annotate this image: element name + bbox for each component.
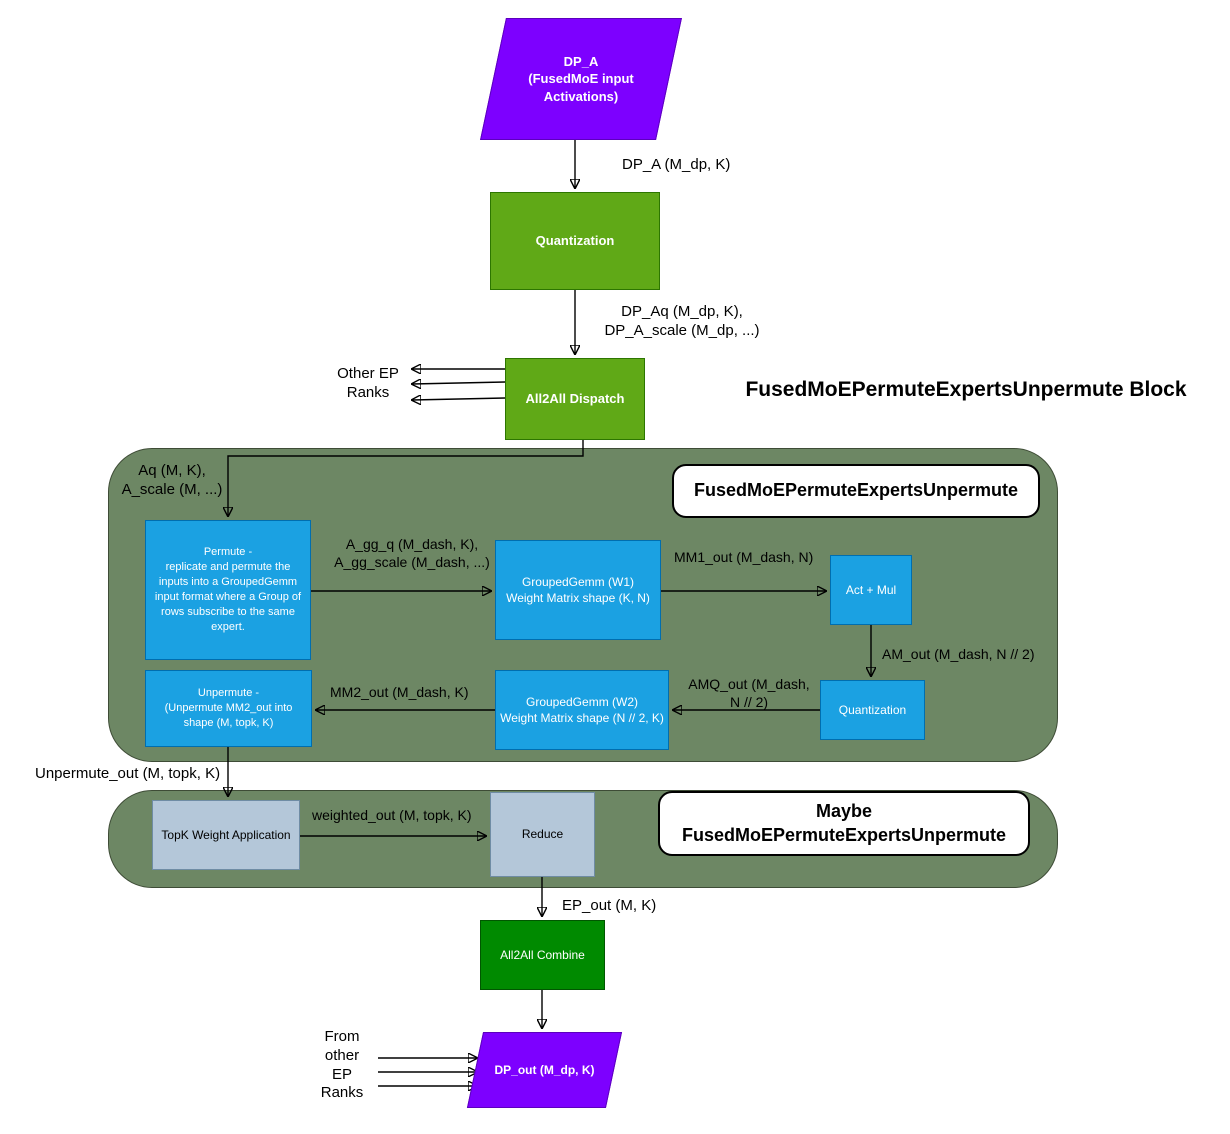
node-all2all-combine-label: All2All Combine — [500, 947, 585, 962]
node-reduce-label: Reduce — [521, 827, 564, 842]
node-permute-label: Permute - replicate and permute the inpu… — [154, 546, 302, 633]
node-grouped-gemm-w2: GroupedGemm (W2) Weight Matrix shape (N … — [495, 670, 669, 750]
edge-dispatch-permute — [228, 440, 584, 516]
node-dp-out: DP_out (M_dp, K) — [466, 1032, 623, 1108]
node-dp-out-label: DP_out (M_dp, K) — [494, 1062, 595, 1077]
edge-label-w2-out: MM2_out (M_dash, K) — [330, 684, 469, 700]
edge-label-weighted-out: weighted_out (M, topk, K) — [312, 807, 472, 823]
node-all2all-dispatch: All2All Dispatch — [505, 358, 645, 440]
maybe-block-title: Maybe FusedMoEPermuteExpertsUnpermute — [681, 801, 1007, 845]
page-title: FusedMoEPermuteExpertsUnpermute Block — [745, 378, 1187, 401]
node-reduce: Reduce — [490, 792, 595, 877]
edge-label-dispatch-out: Aq (M, K), A_scale (M, ...) — [121, 462, 223, 498]
node-all2all-combine: All2All Combine — [480, 920, 605, 990]
node-topk-weight-application: TopK Weight Application — [152, 800, 300, 870]
edge-label-reduce-out: EP_out (M, K) — [562, 897, 657, 914]
other-ep-ranks-label: Other EP Ranks — [337, 365, 399, 401]
node-grouped-gemm-w1-label: GroupedGemm (W1) Weight Matrix shape (K,… — [506, 574, 650, 605]
inner-block-title-box: FusedMoEPermuteExpertsUnpermute — [672, 464, 1040, 518]
node-unpermute: Unpermute - (Unpermute MM2_out into shap… — [145, 670, 312, 747]
node-permute: Permute - replicate and permute the inpu… — [145, 520, 311, 660]
maybe-block-title-box: Maybe FusedMoEPermuteExpertsUnpermute — [658, 791, 1030, 856]
node-topk-weight-application-label: TopK Weight Application — [161, 827, 291, 842]
node-grouped-gemm-w2-label: GroupedGemm (W2) Weight Matrix shape (N … — [500, 694, 664, 725]
node-grouped-gemm-w1: GroupedGemm (W1) Weight Matrix shape (K,… — [495, 540, 661, 640]
node-quantization-inner-label: Quantization — [838, 702, 907, 717]
node-unpermute-label: Unpermute - (Unpermute MM2_out into shap… — [164, 687, 293, 729]
node-dp-a: DP_A (FusedMoE input Activations) — [480, 18, 682, 140]
node-quantization-inner: Quantization — [820, 680, 925, 740]
edge-label-act-out: AM_out (M_dash, N // 2) — [882, 646, 1035, 662]
node-all2all-dispatch-label: All2All Dispatch — [525, 391, 625, 407]
node-quantization-top-label: Quantization — [535, 233, 615, 249]
node-quantization-top: Quantization — [490, 192, 660, 290]
node-act-mul: Act + Mul — [830, 555, 912, 625]
edge-dispatch-ep-2 — [412, 382, 506, 384]
edge-label-quant-inner-out: AMQ_out (M_dash, N // 2) — [688, 676, 810, 710]
edge-dispatch-ep-3 — [412, 398, 506, 400]
edge-label-w1-out: MM1_out (M_dash, N) — [674, 549, 814, 565]
edge-label-dp-a-out: DP_A (M_dp, K) — [622, 156, 731, 173]
from-other-ep-ranks-label: From other EP Ranks — [320, 1028, 364, 1102]
edge-label-quant-out: DP_Aq (M_dp, K), DP_A_scale (M_dp, ...) — [604, 303, 760, 339]
edge-label-unpermute-out: Unpermute_out (M, topk, K) — [35, 765, 221, 782]
node-dp-a-label: DP_A (FusedMoE input Activations) — [528, 53, 634, 104]
node-act-mul-label: Act + Mul — [845, 582, 897, 597]
edge-label-permute-out: A_gg_q (M_dash, K), A_gg_scale (M_dash, … — [334, 536, 490, 570]
inner-block-title: FusedMoEPermuteExpertsUnpermute — [693, 480, 1019, 501]
